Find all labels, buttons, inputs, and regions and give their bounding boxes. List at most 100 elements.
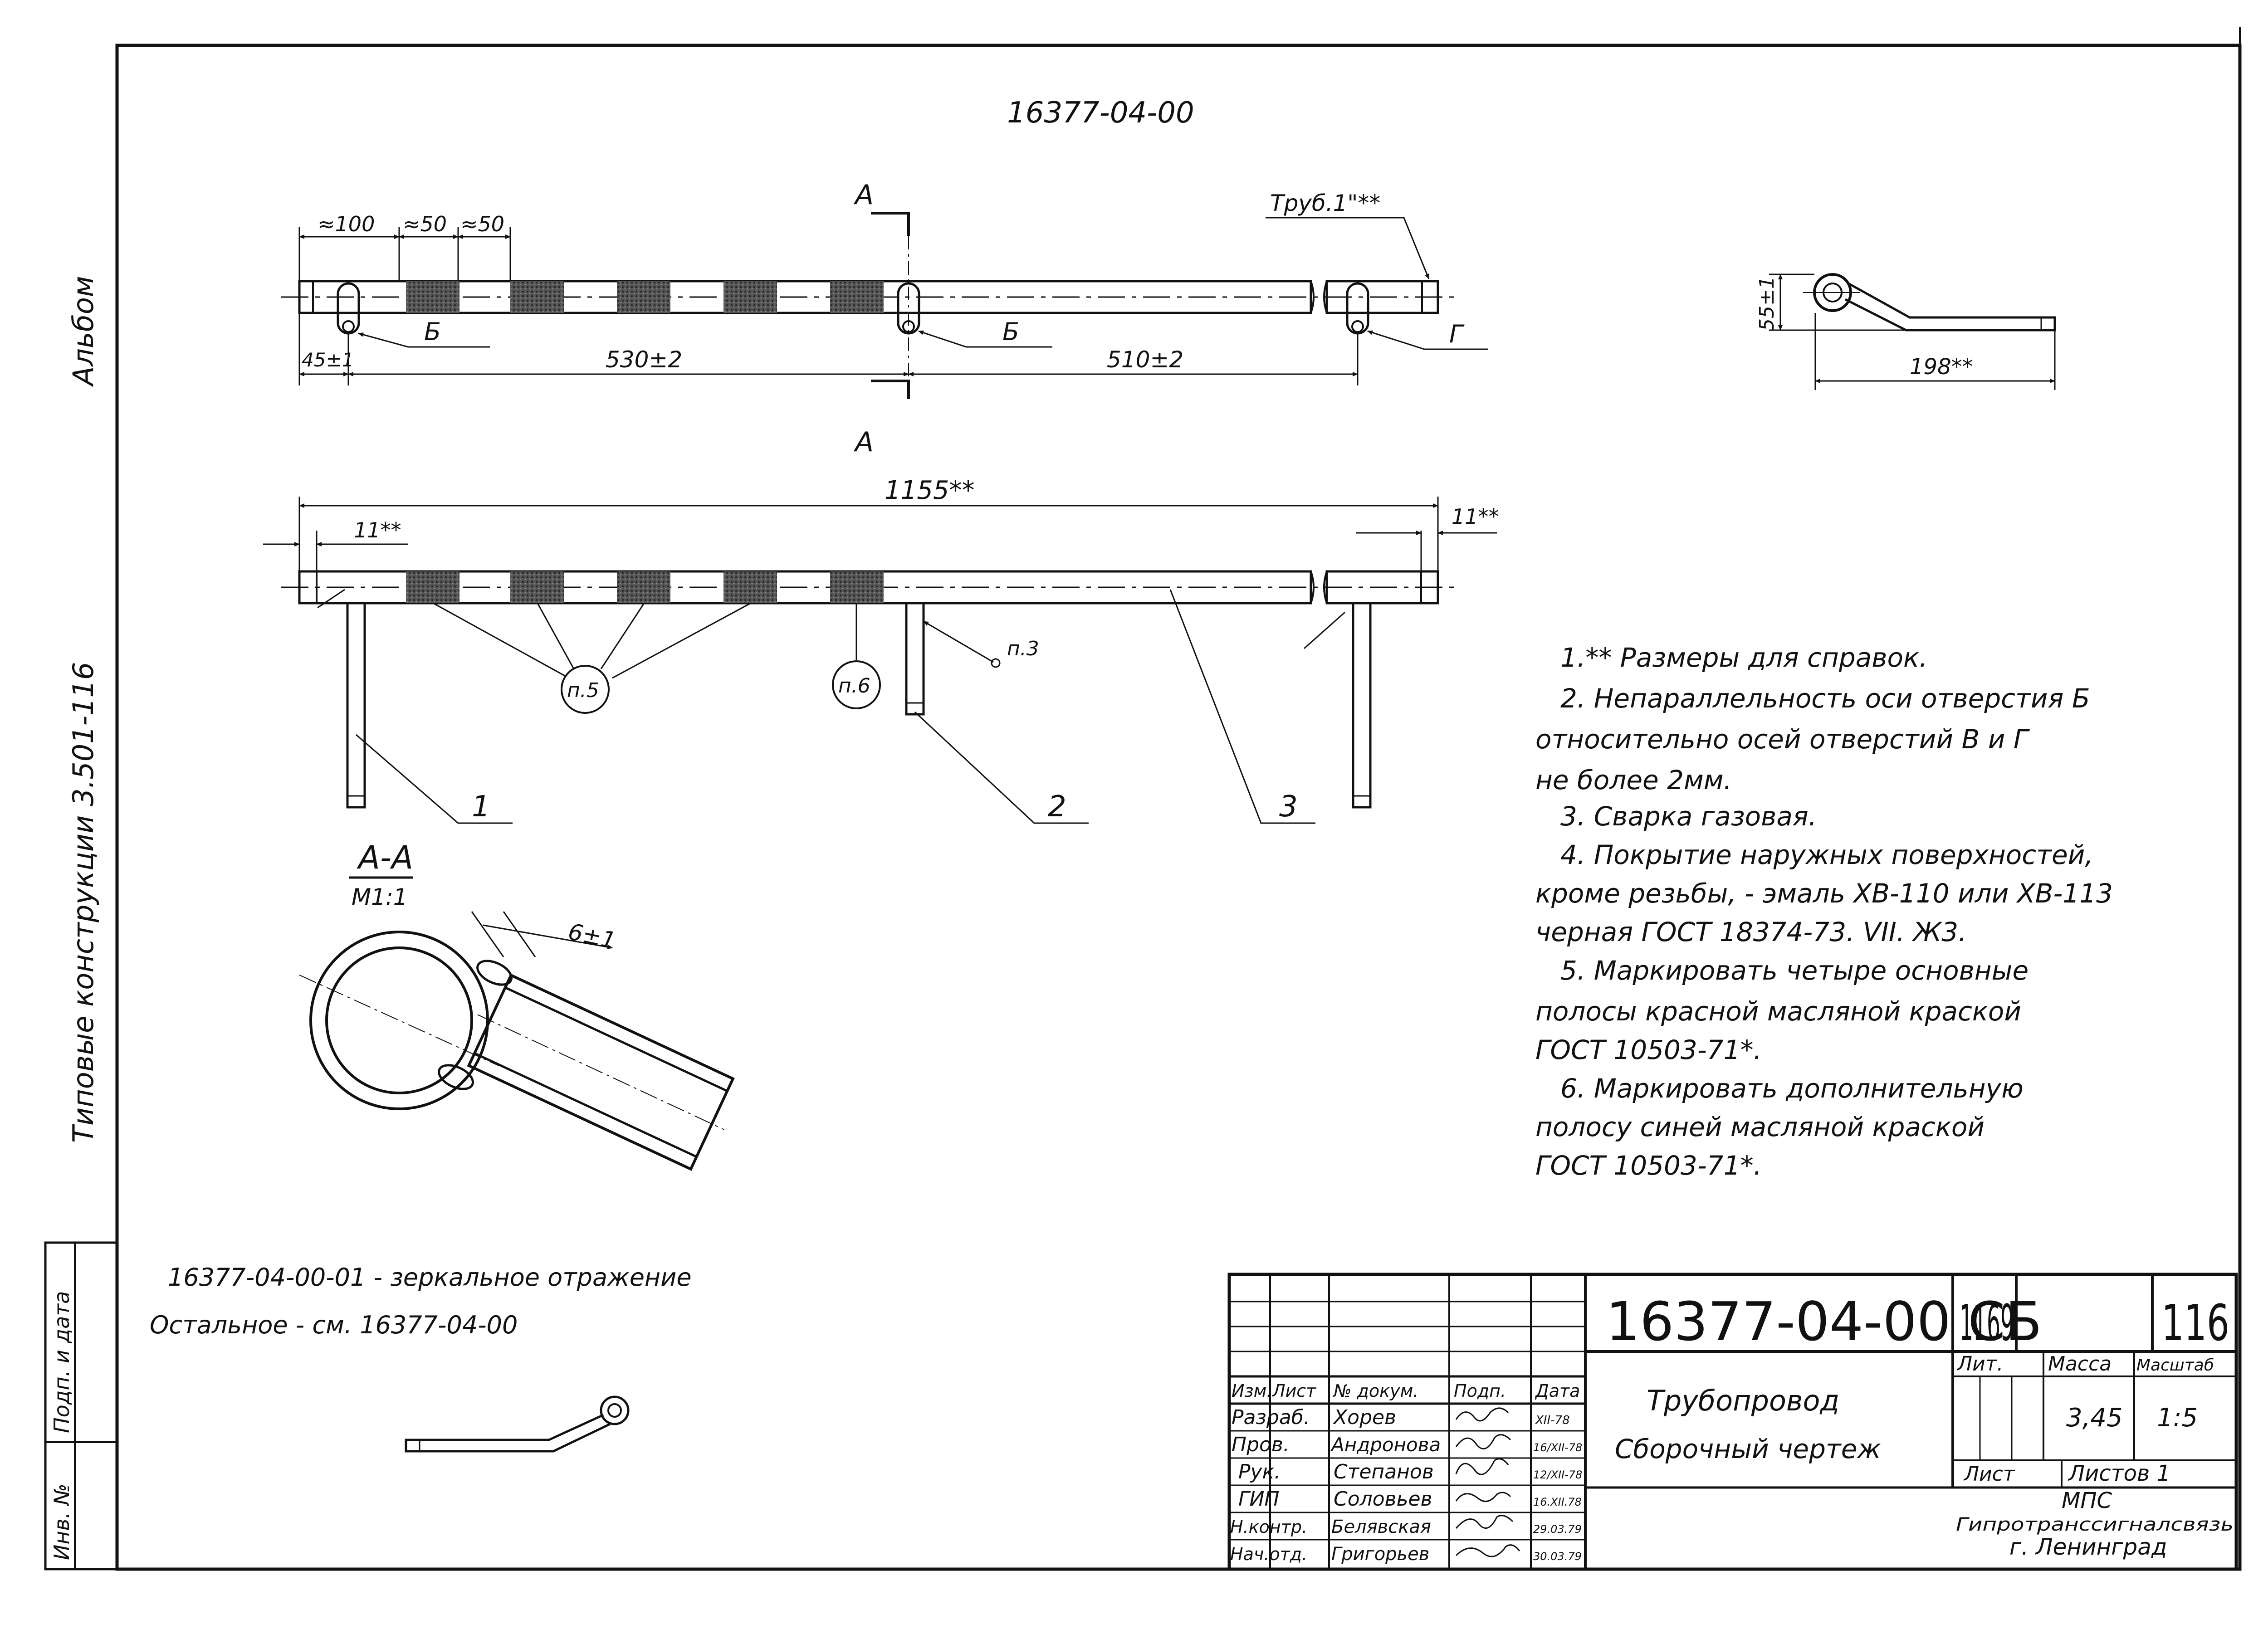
tb-sheets-label: Листов 1 xyxy=(2068,1461,2170,1486)
bottom-dimensions: 45±1 530±2 510±2 xyxy=(298,313,1359,385)
tb-date-5: 29.03.79 xyxy=(1533,1523,1582,1536)
drawing-code-top: 16377-04-00 xyxy=(1007,96,1194,130)
stamp-inv-no: Инв. № xyxy=(49,1483,74,1560)
section-scale: М1:1 xyxy=(352,884,408,910)
left-stamp: Подп. и дата Инв. № xyxy=(44,1241,118,1571)
tb-header-izm: Изм. xyxy=(1232,1381,1272,1401)
tb-date-4: 16.XII.78 xyxy=(1533,1496,1582,1508)
hole-b-label-1: Б xyxy=(424,317,441,346)
tb-name-2: Андронова xyxy=(1330,1434,1441,1456)
section-title: А-А xyxy=(357,839,413,876)
tb-role-2: Пров. xyxy=(1232,1433,1290,1456)
tb-role-1: Разраб. xyxy=(1232,1406,1310,1429)
note-line-3: относительно осей отверстий В и Г xyxy=(1535,724,2030,755)
legs xyxy=(317,589,1372,809)
tb-header-sign: Подп. xyxy=(1454,1381,1506,1401)
tb-date-3: 12/XII-78 xyxy=(1533,1468,1582,1481)
callout-n6 xyxy=(832,660,881,709)
note-line-7: кроме резьбы, - эмаль ХВ-110 или ХВ-113 xyxy=(1535,878,2113,909)
pipe-label-leader: Труб.1"** xyxy=(1266,190,1430,279)
dim-530: 530±2 xyxy=(606,346,682,373)
position-2: 2 xyxy=(1048,790,1066,824)
note-line-4: не более 2мм. xyxy=(1535,765,1732,795)
tb-number-2: 116 xyxy=(2161,1294,2229,1352)
tb-name-line-2: Сборочный чертеж xyxy=(1615,1434,1881,1464)
callout-n5-label: п.5 xyxy=(567,679,599,702)
tb-designation: 16377-04-00 СБ xyxy=(1606,1290,2042,1353)
section-marks: А А xyxy=(853,179,910,458)
tb-scale-label: Масштаб xyxy=(2136,1356,2214,1375)
tb-date-6: 30.03.79 xyxy=(1533,1550,1582,1563)
dim-1155: 1155** xyxy=(885,476,975,505)
tb-mass: 3,45 xyxy=(2066,1403,2123,1433)
section-mark-bottom: А xyxy=(853,426,874,458)
series-label: Типовые конструкции 3.501-116 xyxy=(67,662,100,1143)
note-line-14: ГОСТ 10503-71*. xyxy=(1535,1150,1762,1181)
tb-org-3: г. Ленинград xyxy=(2009,1534,2167,1560)
tb-header-date: Дата xyxy=(1535,1381,1580,1401)
tb-header-list: Лист xyxy=(1271,1381,1317,1401)
dim-11-right: 11** xyxy=(1452,504,1499,529)
top-dimensions: ≈100 ≈50 ≈50 xyxy=(298,212,511,281)
tb-name-3: Степанов xyxy=(1334,1460,1434,1483)
tb-role-5: Н.контр. xyxy=(1230,1517,1307,1537)
dim-510: 510±2 xyxy=(1107,346,1183,373)
signatures xyxy=(1455,1407,1520,1557)
left-margin: Типовые конструкции 3.501-116 Альбом xyxy=(67,276,100,1143)
tb-name-1: Хорев xyxy=(1333,1406,1396,1429)
section-view: А-А М1:1 6±1 xyxy=(299,839,735,1171)
sheet-frame xyxy=(115,27,2242,1571)
dim-198: 198** xyxy=(1910,354,1973,380)
tb-name-5: Белявская xyxy=(1331,1517,1431,1537)
album-label: Альбом xyxy=(67,276,100,387)
tb-sheet-label: Лист xyxy=(1963,1463,2015,1486)
tb-lit-label: Лит. xyxy=(1956,1352,2003,1375)
note-line-5: 3. Сварка газовая. xyxy=(1560,801,1817,832)
lower-dimensions: 1155** 11** 11** xyxy=(263,476,1499,571)
callout-n5 xyxy=(561,665,610,714)
note-line-8: черная ГОСТ 18374-73. VII. Ж3. xyxy=(1535,917,1967,947)
section-mark-top: А xyxy=(853,179,874,211)
pipe-label: Труб.1"** xyxy=(1270,190,1380,216)
tb-role-3: Рук. xyxy=(1238,1460,1281,1483)
marking-bands xyxy=(406,281,884,313)
note-line-1: 1.** Размеры для справок. xyxy=(1560,642,1927,673)
note-line-12: 6. Маркировать дополнительную xyxy=(1560,1073,2024,1104)
note-line-10: полосы красной масляной краской xyxy=(1535,996,2021,1027)
note-line-13: полосу синей масляной краской xyxy=(1535,1112,1984,1142)
main-view: А А ≈100 ≈50 ≈50 Труб.1"** Б xyxy=(281,179,1488,458)
dim-50b: ≈50 xyxy=(460,212,504,236)
variant-sketch xyxy=(405,1395,630,1453)
dim-55: 55±1 xyxy=(1755,276,1779,331)
tb-name-line-1: Трубопровод xyxy=(1647,1384,1839,1417)
variant: 16377-04-00-01 - зеркальное отражение Ос… xyxy=(150,1263,692,1453)
tb-role-6: Нач.отд. xyxy=(1230,1544,1307,1564)
tb-mass-label: Масса xyxy=(2048,1352,2112,1375)
band-3 xyxy=(617,281,670,313)
dim-100: ≈100 xyxy=(318,212,375,236)
note-line-9: 5. Маркировать четыре основные xyxy=(1560,955,2028,986)
side-view: 55±1 198** xyxy=(1755,273,2056,390)
note-line-2: 2. Непараллельность оси отверстия Б xyxy=(1560,683,2090,714)
lower-view: 1155** 11** 11** п.5 п.6 п.3 1 xyxy=(263,476,1499,824)
callout-n6-label: п.6 xyxy=(838,674,870,697)
dim-50a: ≈50 xyxy=(403,212,447,236)
note-line-6: 4. Покрытие наружных поверхностей, xyxy=(1560,839,2093,870)
dim-45: 45±1 xyxy=(302,349,354,371)
tb-org-1: МПС xyxy=(2062,1488,2112,1513)
variant-other: Остальное - см. 16377-04-00 xyxy=(150,1311,518,1339)
tb-date-2: 16/XII-78 xyxy=(1533,1441,1582,1454)
tb-header-doc: № докум. xyxy=(1333,1381,1418,1401)
tb-name-4: Соловьев xyxy=(1334,1488,1432,1511)
section-dim-6: 6±1 xyxy=(566,918,618,954)
tb-number-1: 1169 xyxy=(1960,1294,2014,1352)
position-1: 1 xyxy=(472,790,490,824)
hole-leaders: Б Б Г xyxy=(358,317,1488,350)
lower-bands xyxy=(406,571,884,603)
title-block: Изм. Лист № докум. Подп. Дата Разраб. Хо… xyxy=(1227,1273,2238,1571)
tb-scale: 1:5 xyxy=(2157,1403,2198,1433)
variant-mirror: 16377-04-00-01 - зеркальное отражение xyxy=(168,1263,692,1292)
tb-date-1: XII-78 xyxy=(1535,1414,1570,1427)
holes xyxy=(337,282,1369,335)
hole-g-label: Г xyxy=(1449,320,1465,348)
